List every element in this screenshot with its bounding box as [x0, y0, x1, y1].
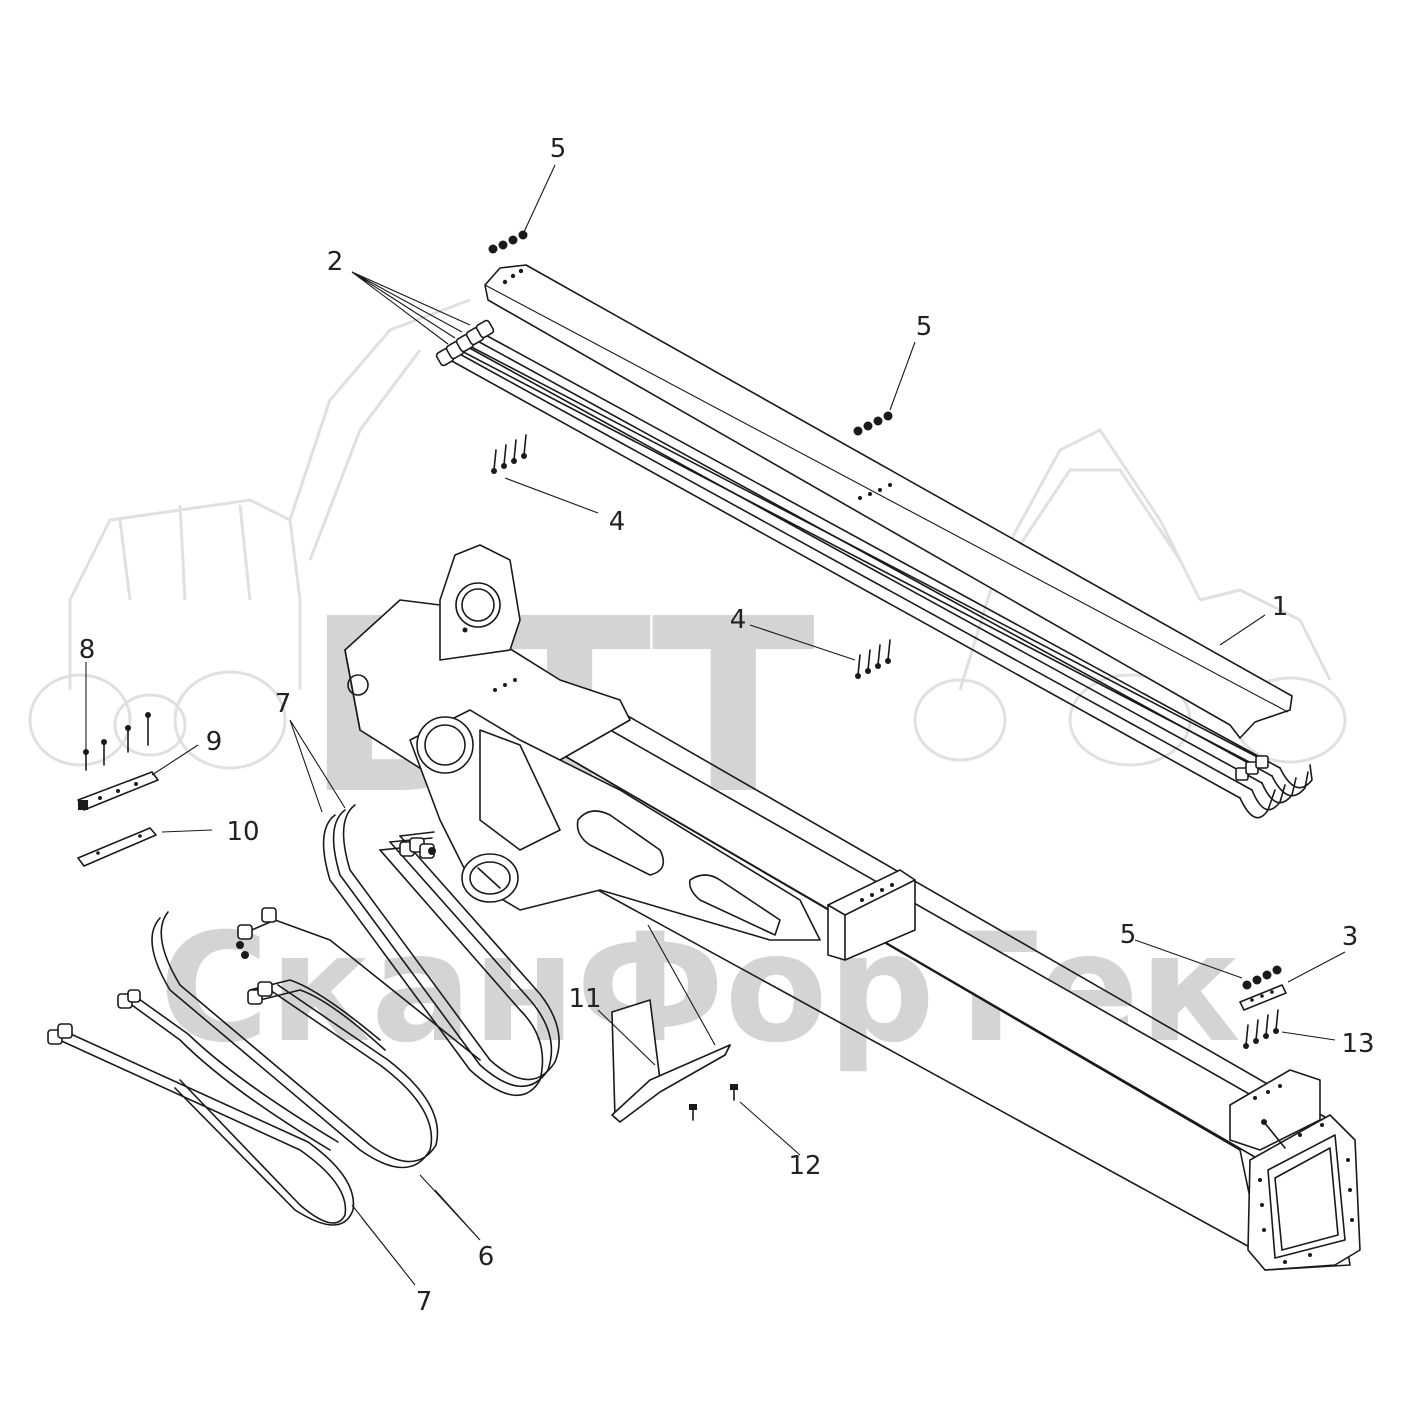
part-7-hose-loop-upper: [322, 804, 560, 1096]
part-4-bolts-right: [855, 639, 891, 679]
part-9-clamp-bar: [77, 771, 159, 811]
part-6-hoses: [151, 907, 481, 1169]
part-11-guard-plate: [611, 999, 731, 1123]
callout-12: 12: [788, 1151, 821, 1181]
part-13-bolts: [1243, 1009, 1279, 1049]
callout-2: 2: [327, 247, 344, 277]
callout-8: 8: [79, 635, 96, 665]
watermark: БТТ СканФорТек: [28, 298, 1347, 1076]
callout-labels: 5 2 5 4 1 4 8 9 7 10 5 3 13 11 12 6 7: [79, 134, 1375, 1317]
part-8-bolts: [83, 712, 151, 771]
callout-9: 9: [206, 727, 223, 757]
callout-5-middle: 5: [916, 312, 933, 342]
callout-5-top: 5: [550, 134, 567, 164]
callout-1: 1: [1272, 592, 1289, 622]
part-10-plate: [77, 827, 157, 867]
part-5-nuts-right: [1242, 965, 1282, 990]
callout-5-right: 5: [1120, 920, 1137, 950]
part-2-hydraulic-tubes: [435, 319, 1313, 819]
part-12-bolts: [689, 1084, 738, 1121]
callout-4-right: 4: [730, 605, 747, 635]
part-4-bolts-top: [491, 434, 527, 474]
leader-lines: [85, 164, 1346, 1286]
callout-3: 3: [1342, 922, 1359, 952]
boom-end-flange: [1247, 1114, 1361, 1271]
callout-7-lower: 7: [416, 1287, 433, 1317]
callout-13: 13: [1341, 1029, 1374, 1059]
watermark-tractor-left-icon: [28, 298, 471, 770]
callout-4-top: 4: [609, 507, 626, 537]
part-3-clamp-plate: [1239, 984, 1287, 1011]
callout-6: 6: [478, 1242, 495, 1272]
part-1-cover-plate: [484, 264, 1293, 739]
part-7-hose-loop-lower: [47, 989, 355, 1226]
callout-7-upper: 7: [275, 689, 292, 719]
main-boom-arm: [344, 544, 1361, 1271]
part-5-nuts-middle: [853, 411, 893, 436]
part-5-nuts-top: [488, 230, 528, 254]
callout-10: 10: [226, 817, 259, 847]
callout-11: 11: [568, 984, 601, 1014]
